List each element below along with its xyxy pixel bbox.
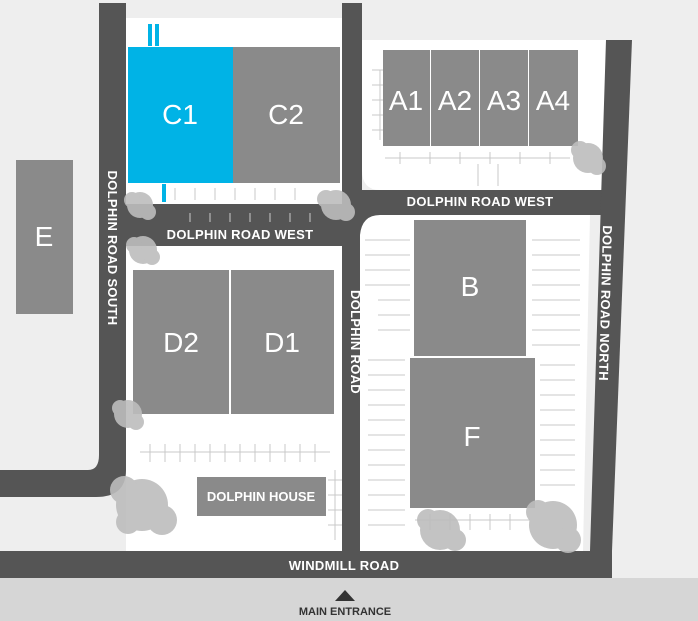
building-a1[interactable]: A1 (383, 50, 430, 146)
unit-label-d1: D1 (264, 327, 300, 358)
road-dolphin (342, 204, 360, 551)
building-f[interactable]: F (410, 358, 535, 508)
building-dolphin-house[interactable]: DOLPHIN HOUSE (197, 477, 326, 516)
road-label-dolphin-west-left: DOLPHIN ROAD WEST (167, 227, 314, 242)
road-label-dolphin: DOLPHIN ROAD (348, 290, 363, 394)
road-windmill (99, 551, 612, 578)
unit-label-a2: A2 (438, 85, 472, 116)
unit-label-c2: C2 (268, 99, 304, 130)
unit-label-d2: D2 (163, 327, 199, 358)
building-e[interactable]: E (16, 160, 73, 314)
unit-label-a3: A3 (487, 85, 521, 116)
building-a3[interactable]: A3 (480, 50, 528, 146)
tree-icon (110, 141, 606, 553)
triangle-up-icon (335, 590, 355, 601)
building-c1[interactable]: C1 (128, 47, 233, 183)
road-label-dolphin-north: DOLPHIN ROAD NORTH (596, 225, 615, 381)
unit-label-c1: C1 (162, 99, 198, 130)
building-d1[interactable]: D1 (231, 270, 334, 414)
road-windmill-west-stub (0, 551, 99, 578)
parking-bays-south-west (140, 444, 342, 540)
parking-bays-north-west (174, 188, 311, 222)
road-label-dolphin-west-right: DOLPHIN ROAD WEST (407, 194, 554, 209)
unit-label-e: E (35, 221, 54, 252)
building-b[interactable]: B (414, 220, 526, 356)
main-entrance-label: MAIN ENTRANCE (299, 606, 391, 618)
unit-label-a4: A4 (536, 85, 570, 116)
road-network (0, 3, 632, 578)
building-c2[interactable]: C2 (233, 47, 340, 183)
road-c-connector (342, 3, 362, 204)
building-d2[interactable]: D2 (133, 270, 229, 414)
unit-label-a1: A1 (389, 85, 423, 116)
building-a2[interactable]: A2 (431, 50, 479, 146)
parking-bays-north-east (372, 69, 570, 186)
road-label-windmill: WINDMILL ROAD (289, 558, 400, 573)
unit-label-b: B (461, 271, 480, 302)
unit-label-dolphin-house: DOLPHIN HOUSE (207, 489, 316, 504)
road-dolphin-north (590, 40, 632, 551)
road-label-dolphin-south: DOLPHIN ROAD SOUTH (105, 171, 120, 326)
unit-label-f: F (463, 421, 480, 452)
road-dolphin-west-right (342, 190, 606, 235)
road-dolphin-west-left (126, 204, 342, 246)
road-dolphin-south-bend (0, 445, 126, 497)
building-c1-bollards (148, 24, 166, 202)
building-a4[interactable]: A4 (529, 50, 578, 146)
road-dolphin-south (99, 3, 126, 463)
